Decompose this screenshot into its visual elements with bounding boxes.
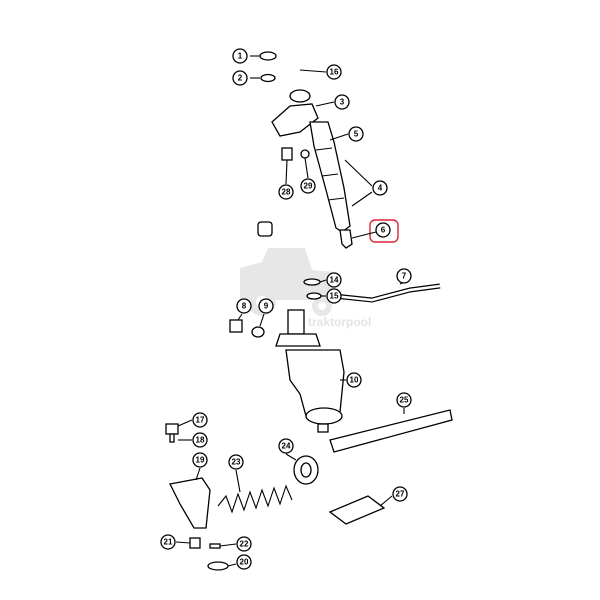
- callout-label: 29: [304, 182, 313, 191]
- callout-circle: [192, 432, 208, 448]
- callout-label: 20: [240, 558, 249, 567]
- callout-circle: [228, 454, 244, 470]
- pump-element-assembly: [229, 278, 453, 453]
- callout-circle: [232, 48, 248, 64]
- injector-assembly: [244, 51, 353, 249]
- callout-label: 9: [264, 302, 269, 311]
- callout-circle: [160, 534, 176, 550]
- callout-circle: [192, 412, 208, 428]
- callout-label: 10: [350, 376, 359, 385]
- callout-circle: [375, 222, 391, 238]
- callout-label: 2: [238, 74, 243, 83]
- callout-label: 6: [381, 226, 386, 235]
- callout-circle: [236, 298, 252, 314]
- callout-circle: [232, 70, 248, 86]
- callout-circle: [192, 452, 208, 468]
- callout-circle: [372, 180, 388, 196]
- callout-label: 28: [282, 188, 291, 197]
- callout-circle: [258, 298, 274, 314]
- callout-circle: [300, 178, 316, 194]
- callout-label: 8: [242, 302, 247, 311]
- callout-label: 18: [196, 436, 205, 445]
- callout-circle: [278, 184, 294, 200]
- callout-circle: [236, 554, 252, 570]
- callout-label: 16: [330, 68, 339, 77]
- callout-label: 23: [232, 458, 241, 467]
- callouts: 1 2 16 3 5 28 29 4 6 14 15: [160, 48, 412, 570]
- callout-circle: [326, 64, 342, 80]
- callout-circle: [396, 268, 412, 284]
- callout-label: 21: [164, 538, 173, 547]
- watermark-text: traktorpool: [308, 315, 371, 329]
- callout-label: 25: [400, 396, 409, 405]
- callout-circle: [236, 536, 252, 552]
- callout-label: 4: [378, 184, 383, 193]
- callout-label: 27: [396, 490, 405, 499]
- callout-circle: [396, 392, 412, 408]
- callout-circle: [348, 126, 364, 142]
- callout-label: 19: [196, 456, 205, 465]
- callout-circle: [326, 272, 342, 288]
- callout-label: 5: [354, 130, 359, 139]
- callout-label: 1: [238, 52, 243, 61]
- callout-label: 22: [240, 540, 249, 549]
- callout-circle: [334, 94, 350, 110]
- watermark-tractor-logo: traktorpool: [240, 248, 371, 329]
- governor-parts: [165, 423, 386, 571]
- callout-label: 3: [340, 98, 345, 107]
- highlight-box: [369, 219, 399, 243]
- callout-label: 24: [282, 442, 291, 451]
- callout-circle: [392, 486, 408, 502]
- callout-circle: [326, 288, 342, 304]
- callout-circle: [278, 438, 294, 454]
- callout-label: 14: [330, 276, 339, 285]
- callout-label: 15: [330, 292, 339, 301]
- callout-circle: [346, 372, 362, 388]
- callout-label: 7: [402, 272, 407, 281]
- callout-label: 17: [196, 416, 205, 425]
